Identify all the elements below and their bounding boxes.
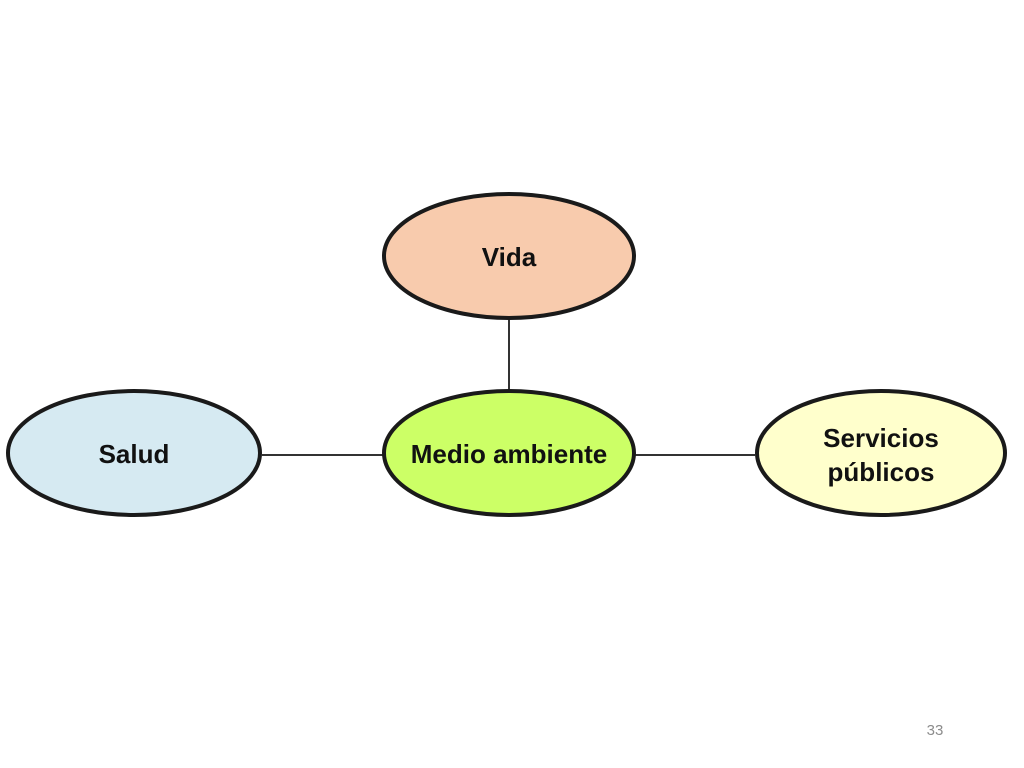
node-salud: Salud	[6, 389, 262, 517]
node-vida-label: Vida	[482, 242, 537, 272]
node-servicios-publicos-label: Servicios	[823, 423, 939, 453]
node-servicios-publicos-shape	[755, 389, 1007, 517]
node-servicios-publicos-label-line-2: públicos	[828, 457, 935, 487]
node-medio-ambiente-shape	[382, 389, 636, 517]
node-salud-shape	[6, 389, 262, 517]
node-vida-shape	[382, 192, 636, 320]
node-medio-ambiente: Medio ambiente	[382, 389, 636, 517]
node-medio-ambiente-label: Medio ambiente	[411, 439, 607, 469]
slide-number: 33	[926, 722, 944, 739]
node-servicios-publicos: Servicios públicos	[755, 389, 1007, 517]
node-salud-label: Salud	[99, 439, 170, 469]
node-vida: Vida	[382, 192, 636, 320]
